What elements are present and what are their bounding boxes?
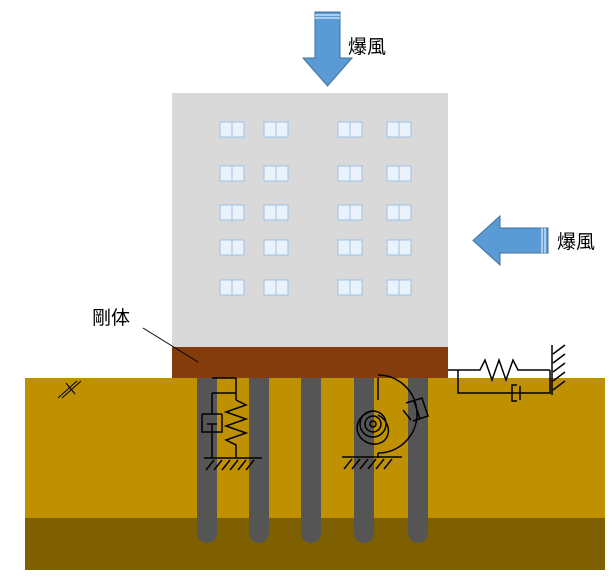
window bbox=[337, 279, 363, 296]
window bbox=[386, 165, 412, 182]
pile-2 bbox=[249, 370, 269, 543]
rigid-body-label: 剛体 bbox=[92, 307, 130, 329]
window bbox=[219, 165, 245, 182]
blast-label-top: 爆風 bbox=[348, 36, 386, 58]
window bbox=[263, 121, 289, 138]
spring-icon bbox=[458, 357, 550, 383]
window bbox=[219, 121, 245, 138]
blast-arrow-right bbox=[472, 214, 549, 267]
horizontal-spring-dashpot bbox=[448, 344, 566, 402]
window bbox=[219, 239, 245, 256]
vertical-spring-dashpot bbox=[201, 377, 262, 471]
window bbox=[337, 204, 363, 221]
blast-label-right: 爆風 bbox=[557, 231, 595, 253]
rotational-dashpot-icon bbox=[402, 397, 429, 422]
pile-3 bbox=[301, 370, 321, 543]
spring-icon bbox=[223, 399, 249, 458]
rigid-foundation bbox=[172, 347, 448, 378]
window bbox=[263, 204, 289, 221]
window bbox=[263, 165, 289, 182]
window bbox=[337, 239, 363, 256]
dashpot-icon bbox=[201, 413, 223, 440]
window bbox=[263, 279, 289, 296]
window bbox=[337, 165, 363, 182]
blast-arrow-top bbox=[301, 11, 354, 87]
window bbox=[386, 204, 412, 221]
window bbox=[219, 279, 245, 296]
building-windows bbox=[219, 121, 412, 296]
window bbox=[219, 204, 245, 221]
window bbox=[337, 121, 363, 138]
window bbox=[386, 239, 412, 256]
pile-1 bbox=[197, 370, 217, 543]
pile-5 bbox=[408, 370, 428, 543]
ground-surface-hatch-icon bbox=[57, 380, 82, 399]
window bbox=[386, 121, 412, 138]
rotational-spring-dashpot bbox=[342, 374, 429, 470]
rotational-spring-icon bbox=[356, 410, 390, 445]
window bbox=[263, 239, 289, 256]
rigid-body-leader-line bbox=[142, 327, 199, 363]
window bbox=[386, 279, 412, 296]
dashpot-icon bbox=[502, 384, 521, 402]
